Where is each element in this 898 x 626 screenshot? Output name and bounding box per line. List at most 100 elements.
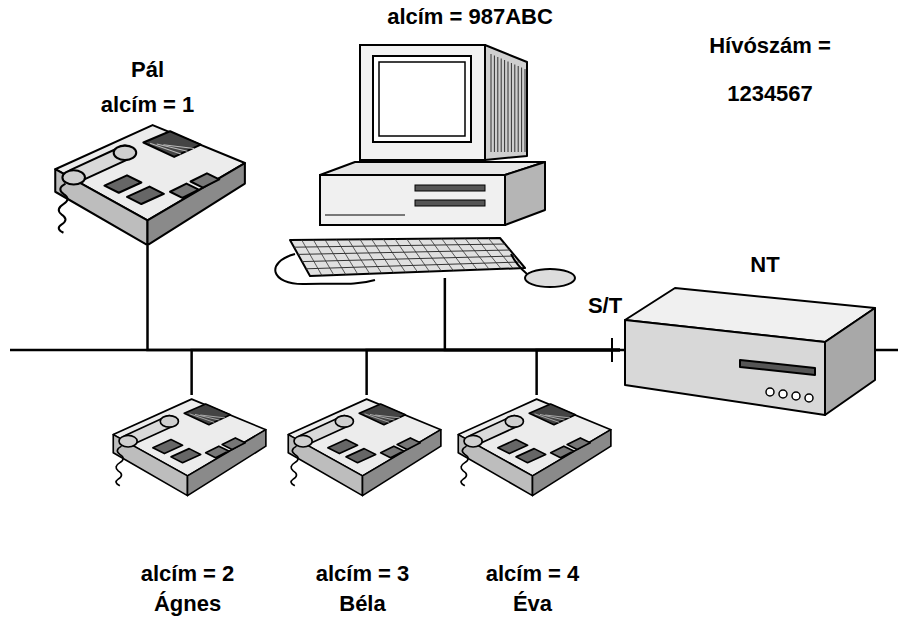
keypad-grid bbox=[540, 414, 565, 420]
nt-side bbox=[625, 320, 825, 415]
phone-illustration bbox=[280, 395, 445, 527]
keypad-grid bbox=[200, 415, 225, 418]
nt-display-slot bbox=[740, 360, 815, 375]
keypad bbox=[143, 131, 200, 157]
phone-button bbox=[381, 446, 404, 458]
handset-end bbox=[464, 435, 482, 447]
call-number: Hívószám = 1234567 bbox=[695, 22, 845, 118]
monitor-screen-inner bbox=[379, 62, 465, 136]
phone-front-left bbox=[458, 435, 532, 496]
monitor-vent bbox=[491, 54, 492, 152]
monitor-vent bbox=[497, 57, 498, 152]
phone-button bbox=[567, 438, 590, 450]
mouse bbox=[525, 269, 575, 287]
nt-led bbox=[779, 390, 787, 398]
phone-button bbox=[551, 446, 574, 458]
keypad-grid bbox=[545, 415, 570, 418]
address-label: Béla bbox=[280, 591, 445, 617]
address-label: alcím = 2 bbox=[105, 561, 270, 587]
handset-end bbox=[114, 146, 137, 160]
telephone-terminal: alcím = 2Ágnes bbox=[105, 395, 270, 625]
keyboard-key-line bbox=[488, 238, 513, 268]
nt-end bbox=[825, 308, 875, 415]
keypad-grid bbox=[375, 415, 400, 418]
keyboard-key-line bbox=[407, 239, 430, 272]
keyboard-key-line bbox=[395, 239, 418, 272]
phone-illustration bbox=[105, 395, 270, 527]
address-label: alcím = 987ABC bbox=[325, 4, 615, 30]
phone-button bbox=[206, 446, 229, 458]
bus-wire bbox=[537, 350, 620, 395]
keyboard-key-line bbox=[453, 238, 477, 269]
monitor-vent bbox=[514, 65, 515, 153]
keyboard-key-line bbox=[337, 240, 358, 275]
drive-slot bbox=[415, 200, 485, 206]
telephone-terminal: alcím = 3 Béla bbox=[280, 395, 445, 625]
monitor-vent bbox=[494, 56, 495, 153]
monitor-front bbox=[360, 45, 485, 160]
user-name: Pál bbox=[45, 57, 250, 83]
phone-cord bbox=[59, 184, 68, 233]
keyboard-key-line bbox=[313, 240, 334, 275]
address-label: alcím = 4 bbox=[450, 561, 615, 587]
nt-led bbox=[805, 394, 813, 402]
mouse-cable bbox=[511, 254, 527, 274]
phone-button bbox=[191, 173, 220, 187]
monitor-vent bbox=[504, 60, 505, 152]
keypad bbox=[184, 404, 230, 425]
handset-end bbox=[294, 435, 312, 447]
phone-front-right bbox=[363, 430, 441, 496]
keypad-grid bbox=[195, 414, 220, 420]
handset-end bbox=[335, 416, 353, 428]
phone-cord bbox=[116, 446, 123, 486]
nt-led bbox=[766, 388, 774, 396]
phone-front-right bbox=[533, 430, 611, 496]
telephone-terminal: Pál alcím = 1 bbox=[45, 55, 250, 246]
phone-button bbox=[127, 187, 164, 204]
phone-illustration bbox=[450, 395, 615, 527]
bus-wire bbox=[192, 350, 620, 395]
phone-front-left bbox=[113, 435, 187, 496]
phone-front-right bbox=[148, 163, 245, 245]
address-label: Éva bbox=[450, 591, 615, 617]
handset-end bbox=[119, 435, 137, 447]
keyboard-key-line bbox=[442, 239, 466, 271]
nt-illustration bbox=[620, 280, 880, 425]
keypad bbox=[529, 404, 575, 425]
phone-button bbox=[498, 440, 528, 454]
phone-button bbox=[516, 449, 546, 463]
phone-cord bbox=[461, 446, 468, 486]
keypad-grid bbox=[370, 414, 395, 420]
front-line bbox=[325, 215, 405, 216]
monitor-screen bbox=[373, 56, 471, 142]
monitor-vent bbox=[501, 59, 502, 153]
monitor-side bbox=[485, 45, 527, 160]
phone-front-left bbox=[288, 435, 362, 496]
monitor-vent bbox=[525, 69, 526, 152]
monitor-vent bbox=[511, 63, 512, 152]
phone-button bbox=[171, 449, 201, 463]
monitor-vent bbox=[508, 62, 509, 153]
keyboard-key-line bbox=[383, 239, 405, 272]
keyboard-key-line bbox=[465, 238, 489, 269]
keyboard-key-line bbox=[372, 239, 394, 273]
keyboard-key-line bbox=[430, 239, 453, 271]
telephone-terminal: alcím = 4 Éva bbox=[450, 395, 615, 625]
address-label: alcím = 3 bbox=[280, 561, 445, 587]
phone-button bbox=[397, 438, 420, 450]
address-label: NT bbox=[715, 252, 815, 278]
reference-point-label: S/T bbox=[580, 293, 630, 319]
phone-front-right bbox=[188, 430, 266, 496]
keyboard bbox=[290, 238, 525, 276]
keyboard-key-line bbox=[418, 239, 441, 271]
phone-button bbox=[222, 438, 245, 450]
monitor-vent bbox=[521, 68, 522, 153]
keypad bbox=[359, 404, 405, 425]
keypad-grid bbox=[157, 144, 188, 151]
drive-slot bbox=[415, 185, 485, 191]
phone-illustration bbox=[45, 120, 250, 284]
keyboard-key-line bbox=[477, 238, 501, 269]
keyboard-key-line bbox=[302, 240, 322, 276]
phone-front-left bbox=[55, 169, 147, 245]
address-label: alcím = 1 bbox=[45, 92, 250, 118]
